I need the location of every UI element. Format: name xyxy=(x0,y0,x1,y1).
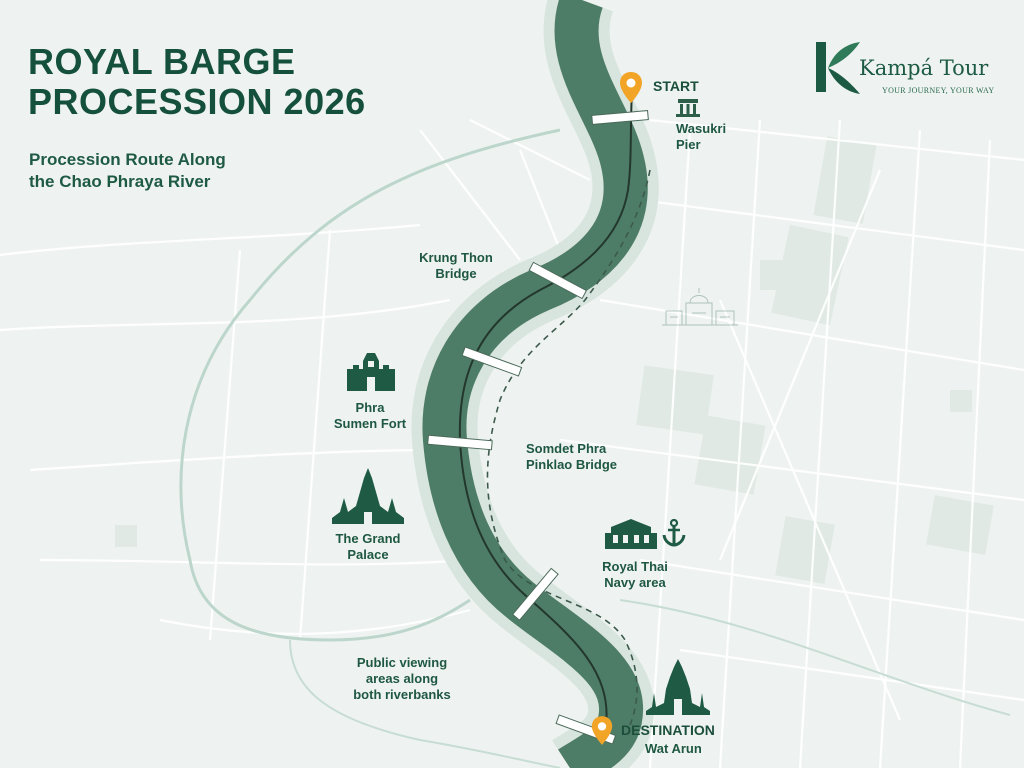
fort-icon xyxy=(347,353,395,391)
viewing-line-3: both riverbanks xyxy=(353,687,451,702)
brand-name: Kampá Tour xyxy=(859,56,989,80)
wasukri-pier-line-2: Pier xyxy=(676,137,701,152)
brand-logo[interactable]: Kampá Tour YOUR JOURNEY, YOUR WAY xyxy=(812,38,1002,100)
streets xyxy=(0,118,1024,768)
subtitle-line-1: Procession Route Along xyxy=(29,150,226,169)
canal xyxy=(179,128,561,642)
start-label: START xyxy=(653,78,699,94)
grand-palace-line-1: The Grand xyxy=(335,531,401,546)
page-subtitle: Procession Route Along the Chao Phraya R… xyxy=(29,149,226,193)
krung-thon-bridge-label: Krung Thon Bridge xyxy=(409,250,503,282)
navy-building-icon xyxy=(605,519,657,549)
canal-3 xyxy=(619,599,1011,716)
brand-logo-icon xyxy=(816,42,860,94)
east-bank-dashed-path xyxy=(486,169,651,726)
grand-palace-line-2: Palace xyxy=(347,547,389,562)
sumen-fort-label: Phra Sumen Fort xyxy=(320,400,420,432)
canal-2 xyxy=(289,639,561,768)
subtitle-line-2: the Chao Phraya River xyxy=(29,172,211,191)
procession-route-line xyxy=(458,89,633,726)
anchor-icon xyxy=(662,519,686,547)
title-line-1: ROYAL BARGE xyxy=(28,41,296,82)
sumen-fort-line-2: Sumen Fort xyxy=(333,416,407,431)
destination-label: DESTINATION xyxy=(621,722,715,738)
river-bridge-4 xyxy=(511,567,559,621)
page-title: ROYAL BARGE PROCESSION 2026 xyxy=(28,42,366,122)
map-pin-icon[interactable] xyxy=(618,71,644,105)
pinklao-line-2: Pinklao Bridge xyxy=(526,457,618,472)
krung-thon-line-1: Krung Thon xyxy=(419,250,493,265)
navy-area-label: Royal Thai Navy area xyxy=(590,559,680,591)
brand-tagline: YOUR JOURNEY, YOUR WAY xyxy=(882,86,995,95)
title-line-2: PROCESSION 2026 xyxy=(28,81,366,122)
bridges xyxy=(427,110,649,745)
viewing-line-1: Public viewing xyxy=(356,655,448,670)
public-viewing-label: Public viewing areas along both riverban… xyxy=(336,655,468,703)
navy-line-1: Royal Thai xyxy=(602,559,668,574)
palace-icon xyxy=(332,468,404,524)
grand-palace-label: The Grand Palace xyxy=(318,531,418,563)
pinklao-bridge-label: Somdet Phra Pinklao Bridge xyxy=(526,441,617,473)
city-blocks xyxy=(115,136,994,584)
krung-thon-line-2: Bridge xyxy=(435,266,477,281)
wat-arun-label: Wat Arun xyxy=(645,741,702,756)
wasukri-bridge xyxy=(591,110,649,125)
river-bridge-2 xyxy=(461,346,523,377)
krung-thon-bridge xyxy=(528,261,588,300)
wasukri-pier-label: Wasukri Pier xyxy=(676,121,726,153)
navy-line-2: Navy area xyxy=(604,575,666,590)
pinklao-line-1: Somdet Phra xyxy=(526,441,607,456)
chao-phraya-river xyxy=(422,0,648,768)
wasukri-pier-line-1: Wasukri xyxy=(676,121,727,136)
sumen-fort-line-1: Phra xyxy=(355,400,385,415)
temple-icon xyxy=(646,659,710,715)
pier-icon xyxy=(676,99,700,117)
building-sketch-icon xyxy=(662,288,738,326)
pinklao-bridge xyxy=(427,434,493,451)
map-pin-icon[interactable] xyxy=(590,715,614,747)
viewing-line-2: areas along xyxy=(365,671,439,686)
